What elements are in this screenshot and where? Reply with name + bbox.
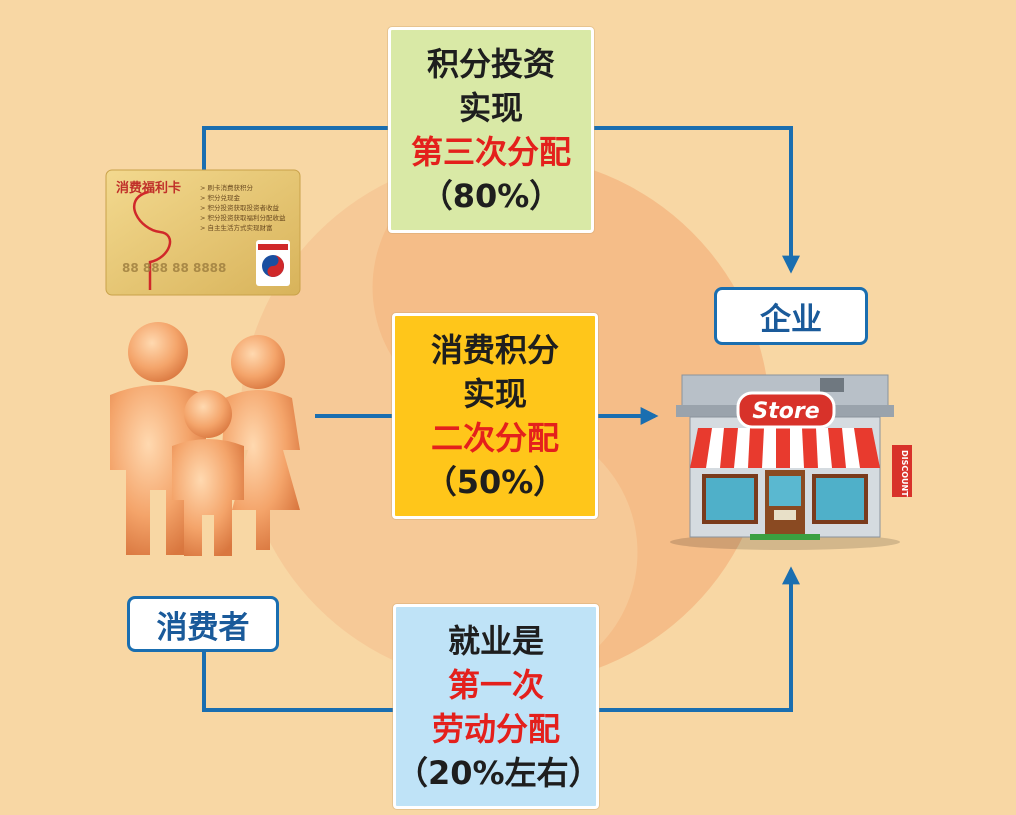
box-mid-line-4: （50%）	[425, 460, 566, 504]
box-bot-line-4: （20%左右）	[396, 751, 596, 795]
card-benefit-line-4: > 积分投资获取福利分配收益	[200, 213, 286, 222]
box-top-line-1: 积分投资	[427, 42, 555, 86]
first-distribution-box: 就业是 第一次 劳动分配 （20%左右）	[393, 604, 599, 809]
box-top-line-4: （80%）	[421, 174, 562, 218]
box-mid-line-2: 实现	[463, 372, 527, 416]
box-bot-line-3: 劳动分配	[432, 707, 560, 751]
consumer-label: 消费者	[127, 596, 279, 652]
box-bot-line-2: 第一次	[448, 663, 544, 707]
arrow-consumer-to-bottom-box	[204, 652, 393, 710]
enterprise-store-image: Store DISCOUNT	[670, 375, 912, 550]
card-benefit-line-1: > 刷卡消费获积分	[200, 183, 254, 192]
box-mid-line-3: 二次分配	[431, 416, 559, 460]
box-bot-line-1: 就业是	[448, 619, 544, 663]
box-top-line-3: 第三次分配	[411, 130, 571, 174]
second-distribution-box: 消费积分 实现 二次分配 （50%）	[392, 313, 598, 519]
card-title: 消费福利卡	[116, 180, 181, 196]
arrow-consumer-to-top-box	[204, 128, 388, 170]
card-benefit-line-5: > 自主生活方式实现财富	[200, 223, 273, 232]
card-benefit-line-3: > 积分投资获取投资者收益	[200, 203, 280, 212]
box-mid-line-1: 消费积分	[431, 328, 559, 372]
box-top-line-2: 实现	[459, 86, 523, 130]
card-benefit-line-2: > 积分兑现金	[200, 193, 241, 202]
store-discount-banner: DISCOUNT	[900, 450, 909, 497]
card-number: 88 888 88 8888	[122, 261, 226, 275]
enterprise-label: 企业	[714, 287, 868, 345]
welfare-card-image: 消费福利卡 > 刷卡消费获积分 > 积分兑现金 > 积分投资获取投资者收益 > …	[106, 170, 300, 295]
third-distribution-box: 积分投资 实现 第三次分配 （80%）	[388, 27, 594, 233]
store-sign: Store	[752, 399, 819, 424]
